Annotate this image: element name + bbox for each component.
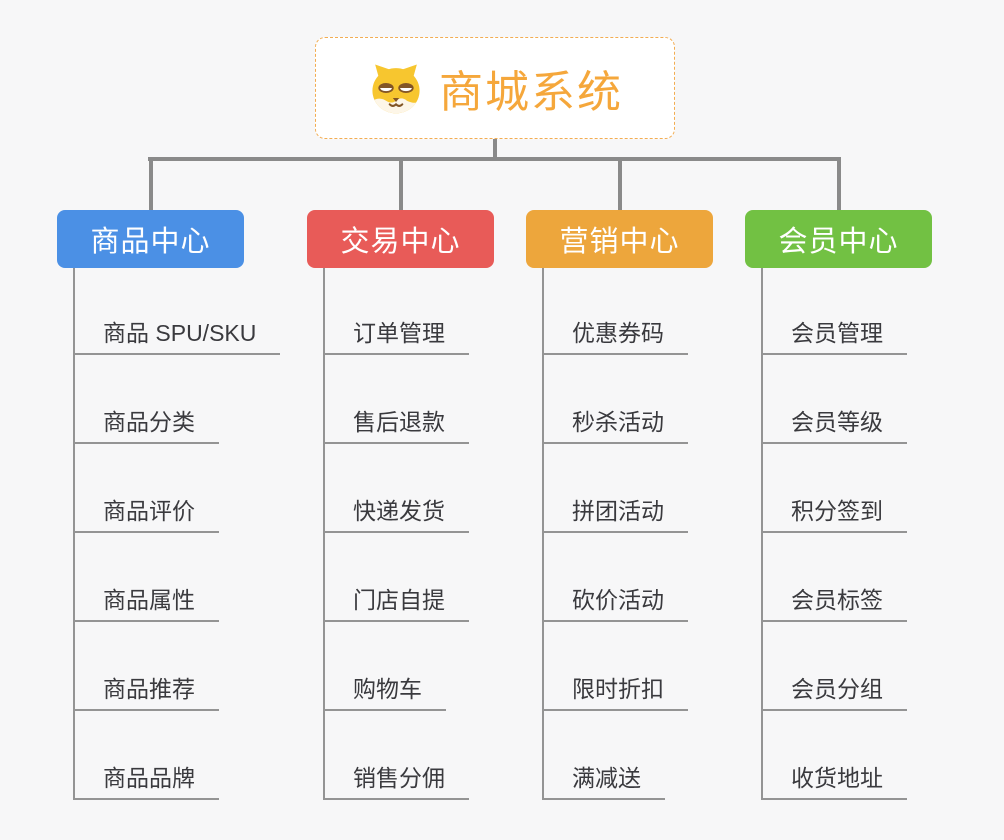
connector-drop [148,157,153,210]
leaf-topic[interactable]: 购物车 [323,675,446,711]
leaf-topic[interactable]: 优惠券码 [542,319,688,355]
branch-spine [73,268,75,800]
leaf-topic[interactable]: 会员等级 [761,408,907,444]
leaf-topic[interactable]: 拼团活动 [542,497,688,533]
branch-header[interactable]: 营销中心 [526,210,713,268]
leaf-topic[interactable]: 会员分组 [761,675,907,711]
leaf-topic[interactable]: 会员管理 [761,319,907,355]
leaf-topic[interactable]: 售后退款 [323,408,469,444]
leaf-topic[interactable]: 快递发货 [323,497,469,533]
connector-drop [398,157,403,210]
branch-spine [761,268,763,800]
leaf-topic[interactable]: 积分签到 [761,497,907,533]
leaf-topic[interactable]: 限时折扣 [542,675,688,711]
shiba-dog-icon [372,64,420,114]
leaf-topic[interactable]: 砍价活动 [542,586,688,622]
leaf-topic[interactable]: 订单管理 [323,319,469,355]
root-node[interactable]: 商城系统 [315,37,675,139]
leaf-topic[interactable]: 收货地址 [761,764,907,800]
branch-header[interactable]: 会员中心 [745,210,932,268]
connector-horizontal-bar [148,157,840,161]
leaf-topic[interactable]: 商品 SPU/SKU [73,319,281,355]
branch-spine [323,268,325,800]
connector-drop [836,157,841,210]
branch-header[interactable]: 商品中心 [57,210,244,268]
leaf-topic[interactable]: 秒杀活动 [542,408,688,444]
leaf-topic[interactable]: 商品品牌 [73,764,219,800]
leaf-topic[interactable]: 商品属性 [73,586,219,622]
root-title: 商城系统 [439,68,623,117]
leaf-topic[interactable]: 商品推荐 [73,675,219,711]
connector-root-stub [493,139,497,161]
leaf-topic[interactable]: 满减送 [542,764,665,800]
branch-header[interactable]: 交易中心 [307,210,494,268]
leaf-topic[interactable]: 会员标签 [761,586,907,622]
leaf-topic[interactable]: 商品评价 [73,497,219,533]
leaf-topic[interactable]: 商品分类 [73,408,219,444]
leaf-topic[interactable]: 销售分佣 [323,764,469,800]
leaf-topic[interactable]: 门店自提 [323,586,469,622]
branch-spine [542,268,544,800]
connector-drop [617,157,622,210]
